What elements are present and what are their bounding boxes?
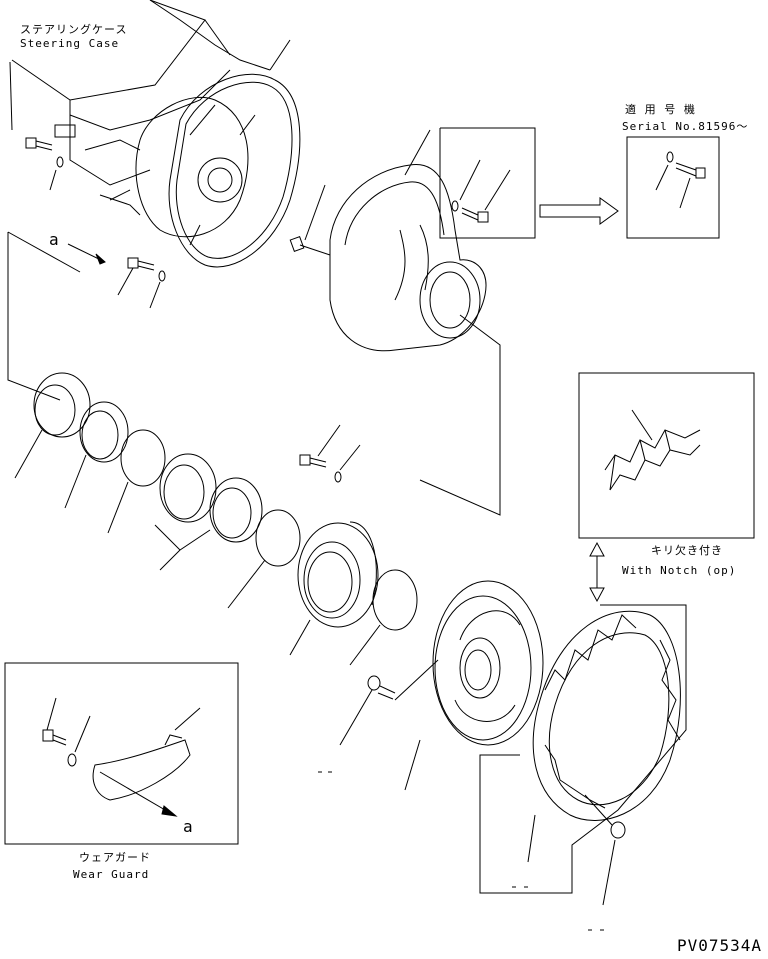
arrow-a-bottom-label: a — [183, 817, 193, 836]
assembly-bracket-left — [8, 232, 60, 400]
wear-guard-box — [5, 663, 238, 844]
o-ring — [108, 430, 165, 533]
arrow-a-top — [68, 244, 105, 264]
seal-ring — [15, 373, 90, 478]
o-ring — [350, 570, 417, 665]
assembly-bracket-right — [420, 315, 500, 515]
bolt-icon — [26, 138, 63, 190]
serial-jp-label: 適 用 号 機 — [625, 103, 696, 116]
notch-en-label: With Notch (op) — [622, 564, 737, 577]
notch-detail-box — [579, 373, 754, 538]
bolt-icon — [118, 258, 165, 308]
arrow-a-top-label: a — [49, 230, 59, 249]
drawing-code: PV07534A — [677, 936, 763, 955]
bolt-icon — [452, 160, 510, 222]
o-ring — [228, 510, 300, 608]
steering-case — [10, 0, 270, 245]
nut-icon — [585, 795, 625, 905]
double-arrow — [590, 543, 604, 601]
case-gasket — [169, 40, 300, 267]
bearing-ring — [65, 402, 128, 508]
bearing-ring — [160, 454, 216, 522]
bearing-ring — [210, 478, 262, 542]
serial-en-label: Serial No.81596～ — [622, 120, 749, 133]
bolt-icon — [300, 425, 360, 482]
bearing-retainer — [290, 522, 378, 655]
arrow-a-bottom — [100, 772, 176, 816]
steering-case-en-label: Steering Case — [20, 37, 120, 50]
serial-arrow — [540, 198, 618, 224]
notch-jp-label: キリ欠き付き — [651, 544, 723, 557]
bolt-icon — [340, 676, 395, 745]
sprocket-bracket — [480, 605, 686, 893]
steering-housing — [290, 130, 486, 351]
serial-box — [627, 137, 719, 238]
hub-flange — [395, 581, 543, 790]
pair-bracket — [155, 525, 210, 550]
wear-guard-jp-label: ウェアガード — [79, 851, 151, 864]
steering-case-jp-label: ステアリングケース — [20, 23, 128, 36]
sprocket-segment — [533, 611, 680, 820]
wear-guard-en-label: Wear Guard — [73, 868, 150, 881]
